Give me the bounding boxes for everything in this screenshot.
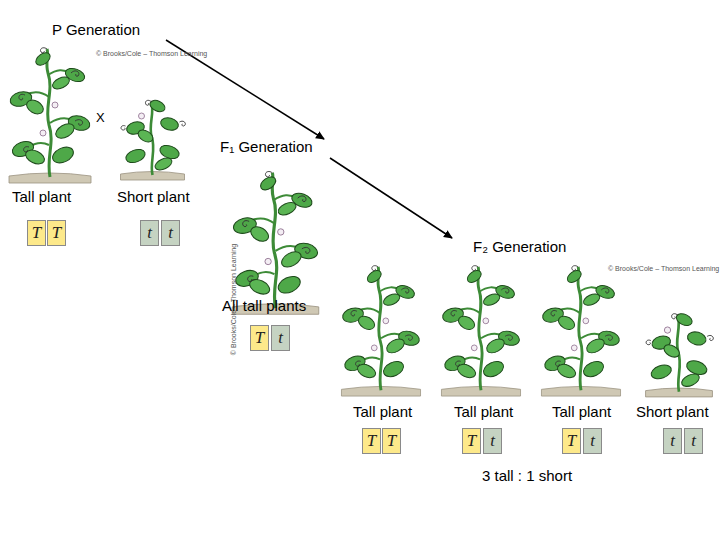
phenotype-label: Tall plant [353,403,412,420]
allele-letter: t [490,431,495,451]
allele-letter: T [367,431,376,451]
allele-box: t [271,325,290,351]
allele-box: T [462,428,481,454]
allele-letter: t [670,431,675,451]
generation-arrow [330,158,452,238]
tall-pea-plant [232,172,319,315]
allele-letter: t [691,431,696,451]
copyright-watermark: © Brooks/Cole – Thomson Learning [96,50,207,57]
allele-letter: t [168,223,173,243]
allele-box: t [583,428,602,454]
allele-letter: t [147,223,152,243]
allele-box: T [562,428,581,454]
allele-box: T [362,428,381,454]
ratio-label: 3 tall : 1 short [482,467,572,484]
allele-box: t [483,428,502,454]
allele-box: t [663,428,682,454]
allele-letter: T [567,431,576,451]
allele-box: T [250,325,269,351]
phenotype-label: All tall plants [222,297,306,314]
phenotype-label: Short plant [636,403,709,420]
allele-box: T [47,220,66,246]
allele-letter: T [255,328,264,348]
allele-letter: T [387,431,396,451]
cross-symbol: X [96,110,105,125]
tall-pea-plant [441,266,521,396]
phenotype-label: Short plant [117,188,190,205]
allele-box: T [27,220,46,246]
allele-letter: t [590,431,595,451]
generation-heading: F₂ Generation [473,238,566,255]
allele-box: T [382,428,401,454]
short-pea-plant [121,98,186,180]
tall-pea-plant [541,266,621,396]
allele-box: t [684,428,703,454]
allele-letter: T [52,223,61,243]
generation-heading: F₁ Generation [220,138,313,155]
copyright-watermark: © Brooks/Cole – Thomson Learning [608,265,719,272]
allele-letter: T [467,431,476,451]
short-pea-plant [646,311,714,397]
generation-heading: P Generation [52,21,140,38]
phenotype-label: Tall plant [454,403,513,420]
allele-letter: t [278,328,283,348]
allele-letter: T [32,223,41,243]
allele-box: t [161,220,180,246]
allele-box: t [140,220,159,246]
tall-pea-plant [341,266,421,396]
phenotype-label: Tall plant [552,403,611,420]
tall-pea-plant [9,48,92,183]
phenotype-label: Tall plant [12,188,71,205]
